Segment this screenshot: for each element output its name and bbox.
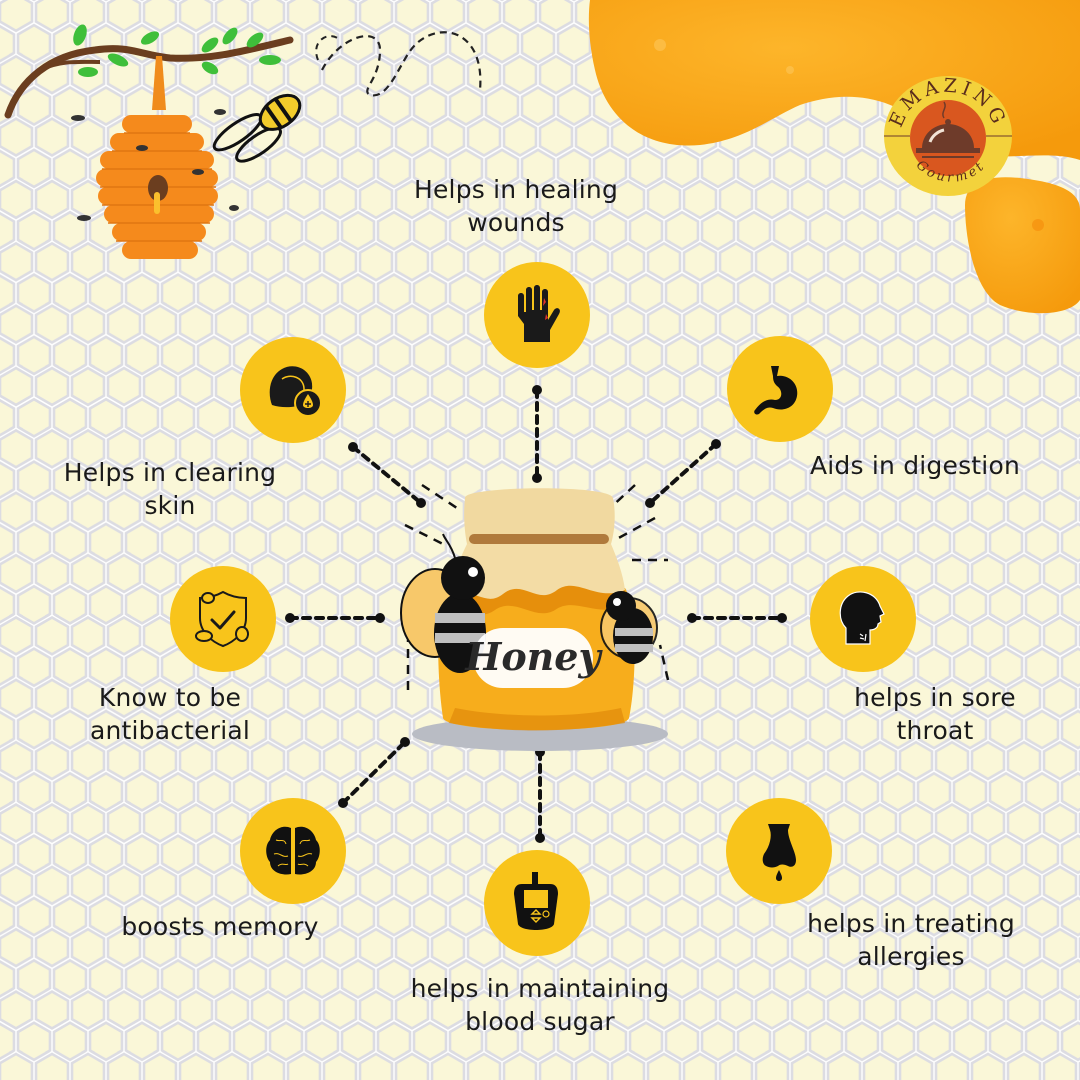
stomach-icon: [754, 366, 798, 415]
honey-label: Honey: [464, 634, 603, 679]
shield-bacteria-icon: [195, 590, 249, 648]
benefit-clearing-skin-icon-circle: [240, 337, 346, 443]
benefit-allergies-icon-circle: [726, 798, 832, 904]
benefit-digestion-icon-circle: [727, 336, 833, 442]
benefit-healing-wounds-icon-circle: [484, 262, 590, 368]
brain-icon: [266, 826, 320, 875]
benefit-digestion-label: Aids in digestion: [809, 451, 1020, 480]
head-throat-icon: [839, 591, 885, 645]
honey-jar-illustration: Honey: [400, 488, 668, 751]
glucometer-icon: [514, 872, 558, 930]
face-skin-drop-icon: [269, 366, 322, 417]
benefit-antibacterial-icon-circle: [170, 566, 276, 672]
hand-icon: [518, 285, 560, 342]
benefit-memory-icon-circle: [240, 798, 346, 904]
benefit-blood-sugar-icon-circle: [484, 850, 590, 956]
emazing-gourmet-logo: EMAZING Gourmet: [884, 75, 1012, 196]
benefit-memory-label: boosts memory: [121, 912, 319, 941]
benefit-sore-throat-icon-circle: [810, 566, 916, 672]
bee-flight-path: [321, 31, 482, 97]
nose-drip-icon: [762, 824, 796, 881]
beehive-illustration: [4, 24, 340, 259]
